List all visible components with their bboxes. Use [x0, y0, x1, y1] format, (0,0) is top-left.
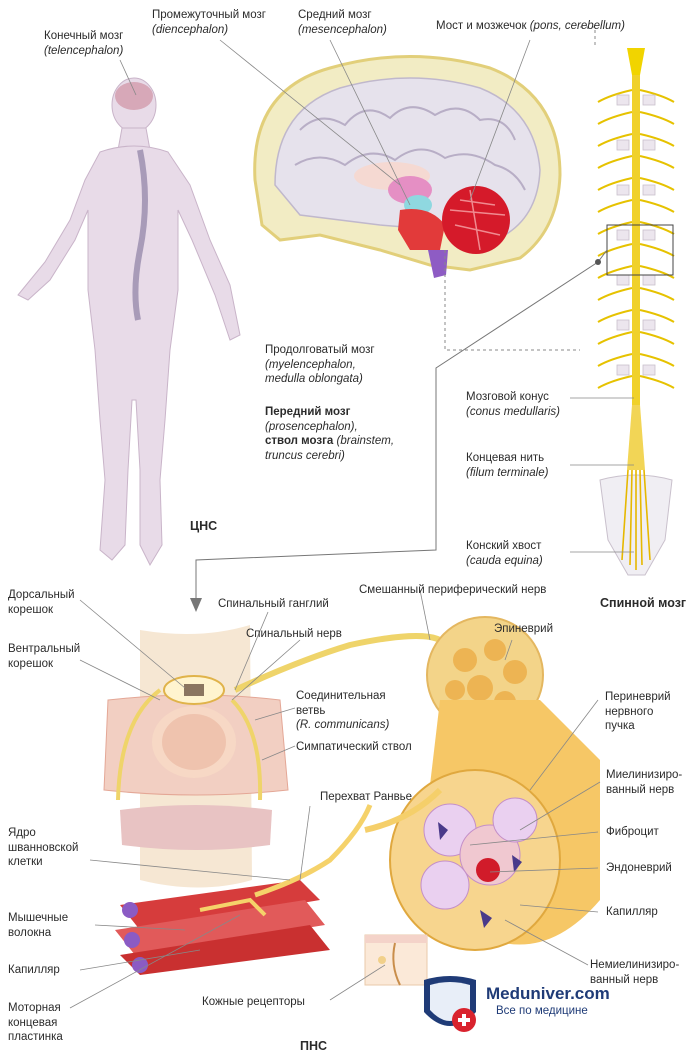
label-perineurium-1: Периневрий: [605, 691, 671, 703]
label-muscle-1: Мышечные: [8, 912, 69, 924]
label-dorsal-root-2: корешок: [8, 603, 54, 616]
nerve-trunk: [364, 700, 600, 951]
label-cauda-ru: Конский хвост: [466, 540, 542, 552]
label-filum-ru: Концевая нить: [466, 452, 545, 464]
label-mesencephalon-ru: Средний мозг: [298, 9, 372, 21]
label-muscle: Мышечные волокна: [8, 911, 68, 940]
label-filum: Концевая нить (filum terminale): [466, 451, 548, 480]
label-schwann-3: клетки: [8, 856, 43, 868]
label-forebrain: Передний мозг (prosencephalon), ствол мо…: [265, 405, 394, 463]
label-spinal-ganglion: Спинальный ганглий: [218, 598, 329, 610]
label-medulla-lat1: (myelencephalon,: [265, 358, 356, 371]
label-motor-3: пластинка: [8, 1031, 63, 1043]
label-conus-lat: (conus medullaris): [466, 405, 560, 418]
label-sympathetic-trunk: Симпатический ствол: [296, 741, 412, 753]
label-ramus-lat: (R. communicans): [296, 719, 390, 731]
label-ramus-1: Соединительная: [296, 690, 386, 702]
label-diencephalon-lat: (diencephalon): [152, 23, 229, 36]
label-medulla: Продолговатый мозг (myelencephalon, medu…: [265, 343, 375, 387]
label-dorsal-root-1: Дорсальный: [8, 589, 75, 601]
label-unmyelinated-1: Немиелинизиро-: [590, 959, 680, 971]
label-schwann-1: Ядро: [8, 827, 36, 839]
label-motor-1: Моторная: [8, 1002, 61, 1014]
label-brainstem-lat2: truncus cerebri): [265, 449, 345, 462]
label-unmyelinated: Немиелинизиро- ванный нерв: [590, 958, 679, 987]
spinal-cross-section: [103, 625, 442, 888]
cauda-strands: [621, 469, 651, 570]
meduniver-logo[interactable]: [420, 972, 620, 1042]
label-schwann-2: шванновской: [8, 841, 79, 854]
label-pons: Мост и мозжечок (pons, cerebellum): [436, 19, 625, 34]
label-diencephalon-ru: Промежуточный мозг: [152, 9, 266, 21]
label-telencephalon-ru: Конечный мозг: [44, 30, 124, 42]
label-endoneurium: Эндоневрий: [606, 862, 672, 874]
caption-pns: ПНС: [300, 1039, 328, 1053]
caption-spinal-cord: Спинной мозг: [600, 596, 687, 610]
brain-in-head: [115, 82, 153, 110]
label-perineurium-3: пучка: [605, 720, 635, 732]
label-ventral-root-2: корешок: [8, 657, 54, 670]
human-body-figure: [17, 77, 241, 567]
muscle-bundle: [115, 804, 373, 975]
label-pons-ru: Мост и мозжечок: [436, 20, 527, 32]
label-myelinated-1: Миелинизиро-: [606, 769, 683, 781]
caption-cns: ЦНС: [190, 519, 218, 533]
label-diencephalon: Промежуточный мозг (diencephalon): [152, 8, 266, 37]
label-muscle-2: волокна: [8, 926, 52, 939]
label-myelinated-2: ванный нерв: [606, 783, 675, 796]
label-telencephalon-lat: (telencephalon): [44, 44, 124, 57]
label-cauda-lat: (cauda equina): [466, 554, 543, 567]
label-conus-ru: Мозговой конус: [466, 391, 549, 403]
label-ramus: Соединительная ветвь (R. communicans): [296, 689, 389, 733]
label-schwann: Ядро шванновской клетки: [8, 826, 78, 870]
leader-lines: [69, 39, 634, 1009]
label-dorsal-root: Дорсальный корешок: [8, 588, 75, 617]
label-telencephalon: Конечный мозг (telencephalon): [44, 29, 123, 58]
label-pons-lat: (pons, cerebellum): [529, 20, 625, 32]
skin-receptors: [364, 934, 428, 986]
label-myelinated: Миелинизиро- ванный нерв: [606, 768, 682, 797]
label-epineurium: Эпиневрий: [494, 623, 554, 635]
label-brainstem-ru: ствол мозга: [265, 435, 334, 447]
label-conus: Мозговой конус (conus medullaris): [466, 390, 560, 419]
spine-in-body: [132, 149, 148, 321]
label-cauda: Конский хвост (cauda equina): [466, 539, 543, 568]
label-mixed-nerve: Смешанный периферический нерв: [359, 584, 547, 596]
label-capillary-left: Капилляр: [8, 964, 60, 976]
label-brainstem-lat: (brainstem,: [336, 435, 395, 447]
label-motor-endplate: Моторная концевая пластинка: [8, 1001, 63, 1045]
label-mesencephalon: Средний мозг (mesencephalon): [298, 8, 387, 37]
label-ranvier: Перехват Ранвье: [320, 791, 413, 803]
label-motor-2: концевая: [8, 1016, 58, 1029]
brain-section: [253, 55, 562, 278]
label-ramus-2: ветвь: [296, 704, 326, 717]
label-ventral-root: Вентральный корешок: [8, 642, 80, 671]
vertebrae: [616, 94, 656, 376]
label-fibrocyte: Фиброцит: [606, 826, 659, 838]
vertebral-nerve-pairs: [597, 89, 675, 389]
label-filum-lat: (filum terminale): [466, 466, 549, 479]
label-skin-receptors: Кожные рецепторы: [202, 996, 305, 1008]
label-mesencephalon-lat: (mesencephalon): [298, 23, 387, 36]
label-forebrain-lat: (prosencephalon),: [265, 420, 358, 433]
label-capillary-right: Капилляр: [606, 906, 658, 918]
spinal-cord: [627, 48, 645, 470]
label-spinal-nerve: Спинальный нерв: [246, 628, 342, 640]
label-unmyelinated-2: ванный нерв: [590, 973, 659, 986]
label-forebrain-ru: Передний мозг: [265, 406, 351, 418]
label-medulla-lat2: medulla oblongata): [265, 373, 363, 385]
label-perineurium: Периневрий нервного пучка: [605, 690, 671, 734]
brand-name[interactable]: Meduniver.com: [486, 984, 610, 1003]
label-ventral-root-1: Вентральный: [8, 643, 81, 655]
label-perineurium-2: нервного: [605, 705, 654, 718]
label-medulla-ru: Продолговатый мозг: [265, 344, 375, 356]
brand-tagline: Все по медицине: [496, 1005, 588, 1017]
